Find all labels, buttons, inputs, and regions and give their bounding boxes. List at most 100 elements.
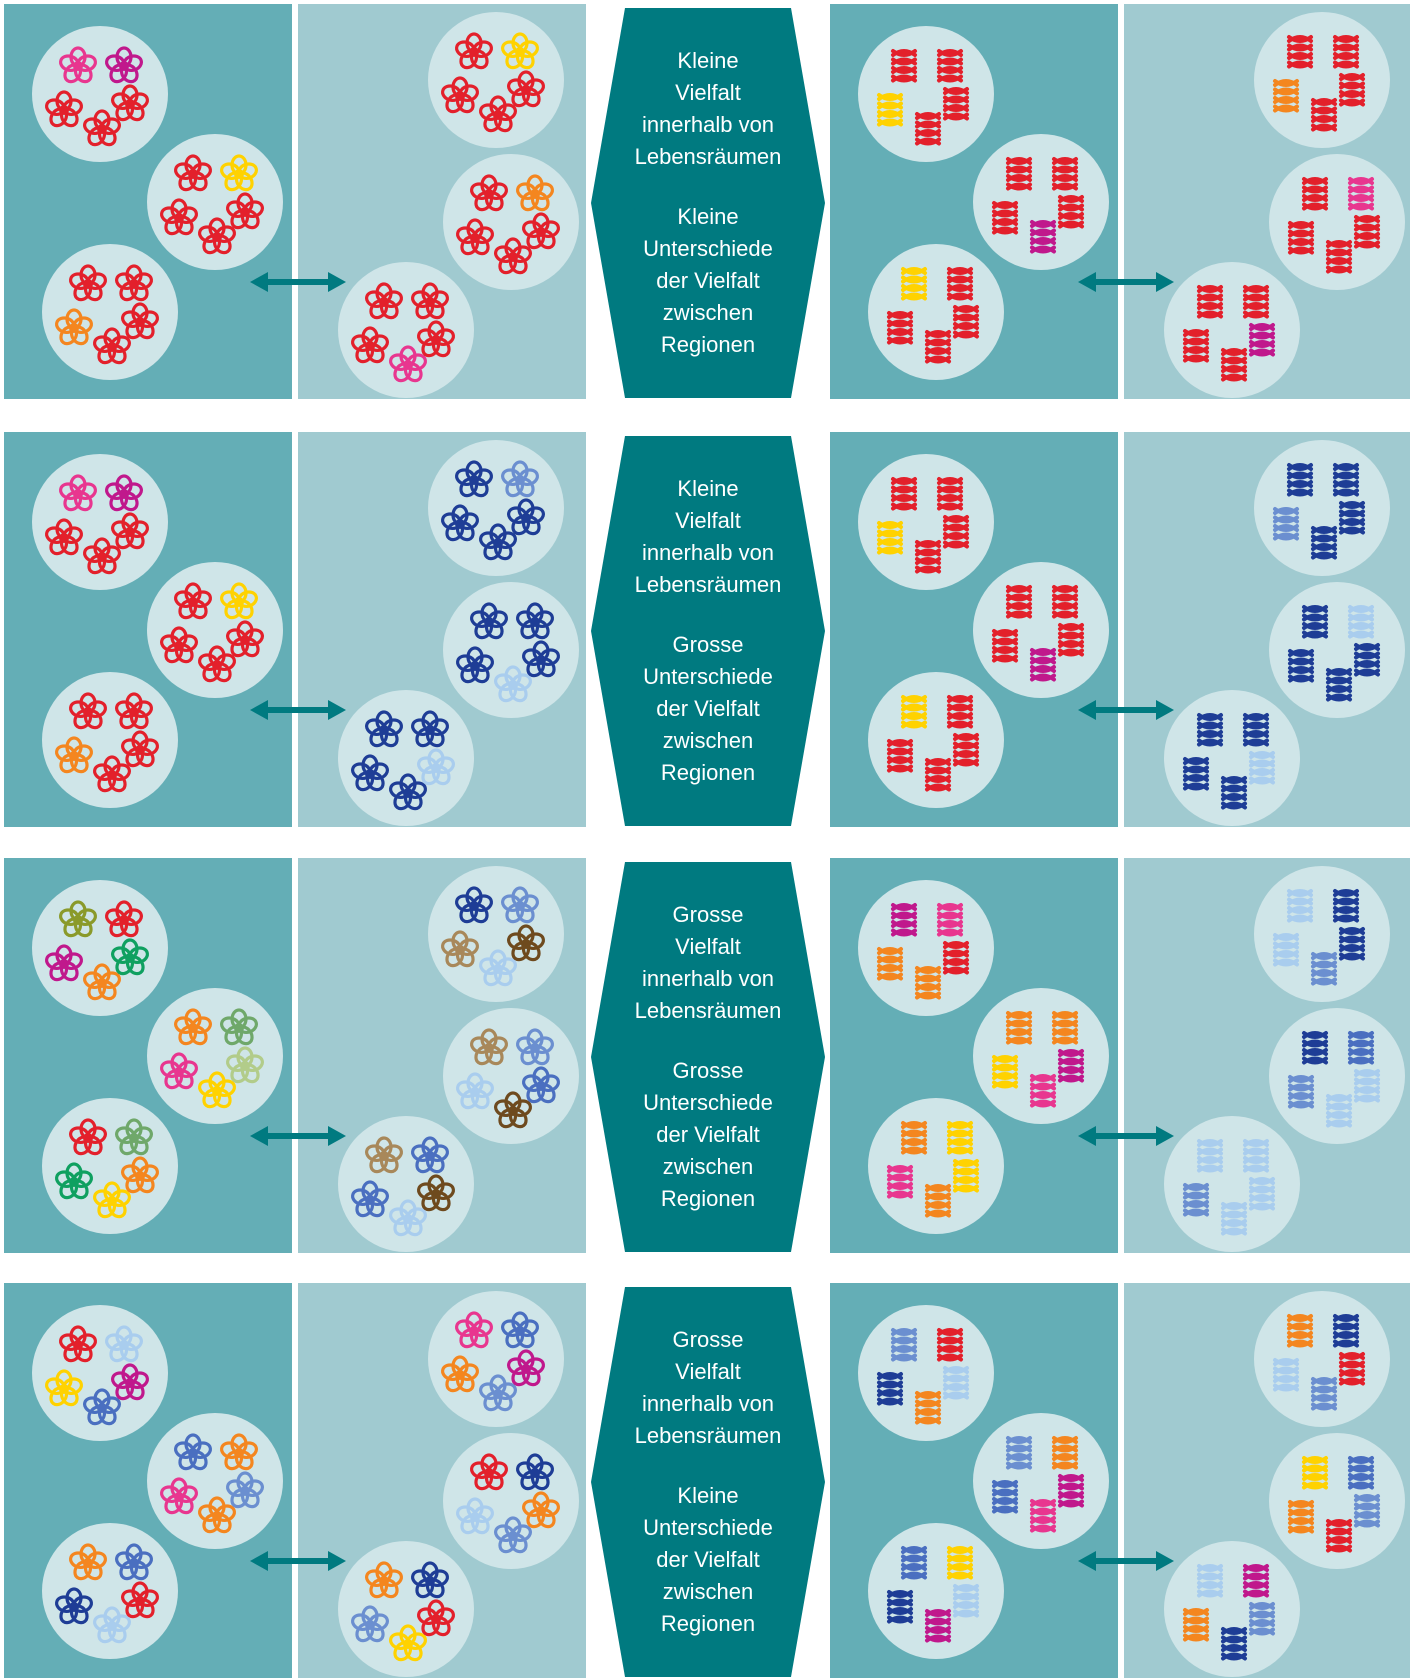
flower-icon [219,154,259,194]
label-line: Vielfalt [675,934,741,959]
habitat-circle [858,26,994,162]
flower-icon [493,1091,533,1131]
flower-icon [440,504,480,544]
flower-icon [114,1543,154,1583]
habitat-circle [868,672,1004,808]
habitat-circle [1254,1291,1390,1427]
habitat-circle [338,690,474,826]
helix-icon [930,474,970,514]
helix-icon [1214,345,1254,385]
helix-icon [930,1325,970,1365]
helix-icon [1319,665,1359,705]
helix-icon [1242,1174,1282,1214]
helix-icon [946,730,986,770]
habitat-circle [443,582,579,718]
flower-icon [110,512,150,552]
flower-icon [515,602,555,642]
helix-icon [1341,174,1381,214]
label-line: innerhalb von [641,1391,775,1416]
helix-icon [880,736,920,776]
helix-icon [1281,1072,1321,1112]
flower-icon [455,1072,495,1112]
habitat-circle [32,454,168,590]
flower-icon [110,1363,150,1403]
helix-icon [1341,1453,1381,1493]
helix-icon [1295,602,1335,642]
helix-icon [870,944,910,984]
habitat-circle [858,880,994,1016]
flower-icon [455,646,495,686]
helix-icon [1236,282,1276,322]
flower-icon [388,345,428,385]
flower-icon [506,70,546,110]
helix-icon [884,1325,924,1365]
helix-icon [1347,1066,1387,1106]
helix-icon [1242,1599,1282,1639]
helix-icon [908,537,948,577]
flower-icon [68,1118,108,1158]
helix-icon [999,154,1039,194]
helix-icon [880,1162,920,1202]
helix-panel-right [1124,858,1410,1253]
habitat-circle [858,454,994,590]
habitat-circle [32,1305,168,1441]
label-line: Kleine [677,1483,739,1508]
label-line: Kleine [677,476,739,501]
habitat-circle [428,12,564,148]
double-arrow-icon [250,700,346,720]
helix-icon [1332,924,1372,964]
flower-icon [515,174,555,214]
habitat-circle [428,1291,564,1427]
habitat-circle [973,988,1109,1124]
helix-icon [1281,646,1321,686]
helix-icon [985,626,1025,666]
helix-icon [918,1606,958,1646]
helix-icon [1242,748,1282,788]
helix-panel-right [1124,1283,1410,1678]
label-line: Grosse [672,1327,744,1352]
helix-icon [1304,1374,1344,1414]
helix-icon [936,938,976,978]
double-arrow-icon [1078,1551,1174,1571]
flower-icon [410,1561,450,1601]
helix-icon [1347,212,1387,252]
helix-panel-left [830,432,1118,827]
flower-icon [440,930,480,970]
flower-icon [500,886,540,926]
helix-icon [946,1156,986,1196]
flower-icon [416,1599,456,1639]
flower-icon [104,1325,144,1365]
helix-icon [1304,949,1344,989]
label-line: zwischen [662,300,754,325]
label-line: Grosse [672,632,744,657]
flower-icon [92,755,132,795]
flower-icon [469,174,509,214]
flower-icon [364,1136,404,1176]
habitat-circle [443,1008,579,1144]
helix-panel-left [830,1283,1118,1678]
flower-icon [506,1349,546,1389]
flower-icon [54,736,94,776]
helix-icon [884,46,924,86]
flower-icon [455,218,495,258]
label-line: Lebensräumen [634,1423,782,1448]
label-line: Lebensräumen [634,998,782,1023]
helix-icon [1236,1561,1276,1601]
helix-icon [1214,1199,1254,1239]
habitat-circle [1269,582,1405,718]
habitat-circle [338,1541,474,1677]
flower-icon [454,460,494,500]
helix-icon [1045,1008,1085,1048]
helix-icon [1326,32,1366,72]
flower-icon [173,1008,213,1048]
flower-icon [364,710,404,750]
label-line: Regionen [660,1186,756,1211]
flower-icon [478,95,518,135]
flower-icon [454,1311,494,1351]
flower-icon [68,264,108,304]
habitat-circle [147,988,283,1124]
helix-icon [1051,1471,1091,1511]
